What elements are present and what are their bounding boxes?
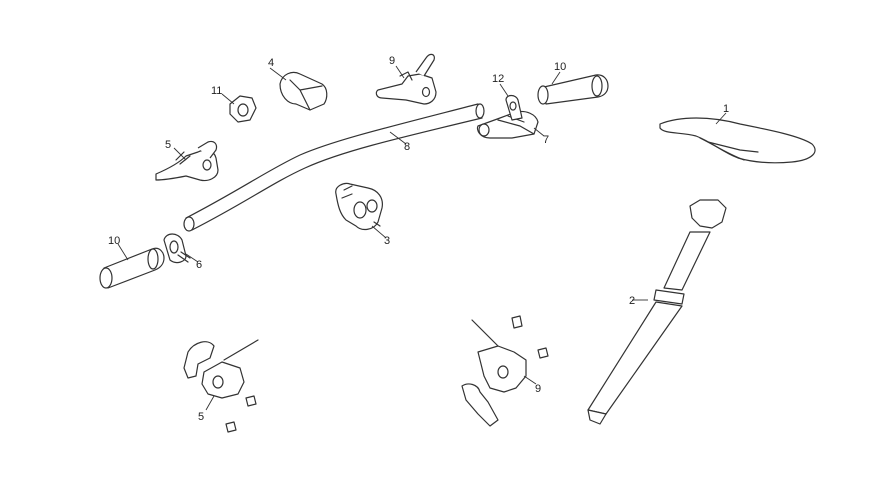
callout-right-lever: 9 [389,55,395,67]
stem [335,182,383,231]
callout-left-clamp: 6 [196,259,202,271]
callout-handlebar: 8 [404,141,410,153]
leader-lines [117,65,727,411]
callout-shifter-clamp: 12 [492,73,504,85]
left-grip [99,247,165,289]
right-grip [537,74,609,105]
callout-saddle: 1 [723,103,729,115]
callout-right-caliper: 9 [535,383,541,395]
callout-right-grip: 10 [554,61,566,73]
spacer [229,95,257,123]
right-shifter [476,110,539,139]
callout-clamp: 4 [268,57,274,69]
callout-spacer: 11 [211,85,222,97]
callout-stem: 3 [384,235,390,247]
clamp [279,71,328,111]
right-caliper [461,315,549,427]
left-caliper [183,339,259,433]
shifter-clamp [505,94,523,121]
right-brake-lever [375,53,437,105]
callout-right-shifter: 7 [543,134,549,146]
left-clamp [163,233,191,264]
handlebar [183,103,485,232]
seatpost [587,199,727,425]
callout-left-caliper: 5 [198,411,204,423]
callout-seatpost: 2 [629,295,635,307]
callout-left-grip: 10 [108,235,120,247]
saddle [659,117,816,164]
left-brake-lever [155,140,219,182]
callout-left-lever: 5 [165,139,171,151]
